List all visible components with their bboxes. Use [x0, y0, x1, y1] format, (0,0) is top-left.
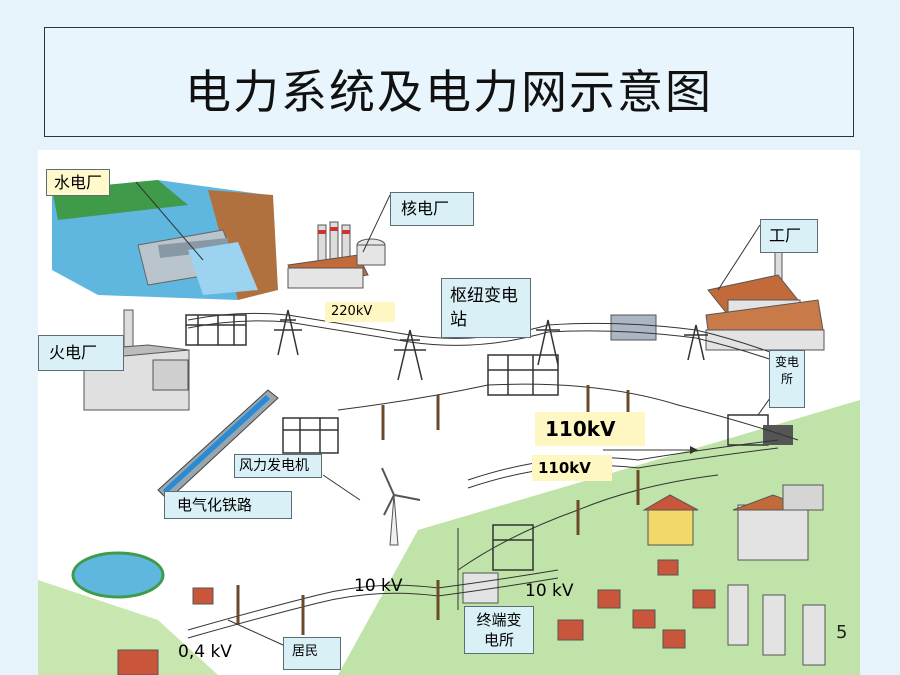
transmission-towers	[274, 309, 708, 381]
title-box: 电力系统及电力网示意图	[44, 27, 854, 137]
substation-transformer	[763, 425, 793, 445]
voltage-10kv-right: 10 kV	[525, 581, 574, 601]
label-substation: 变电所	[769, 350, 805, 408]
factory-illustration	[610, 249, 825, 351]
green-area-left	[38, 580, 218, 675]
hydro-plant-illustration	[52, 180, 278, 300]
wooden-poles	[236, 385, 640, 635]
page-number: 5	[836, 622, 848, 643]
voltage-110kv-small: 110kV	[532, 455, 612, 481]
lake	[71, 551, 165, 599]
voltage-10kv-left: 10 kV	[354, 576, 403, 596]
voltage-110kv-large: 110kV	[535, 412, 645, 446]
voltage-220kv: 220kV	[325, 302, 395, 322]
label-thermal-plant: 火电厂	[38, 335, 124, 371]
label-hub-substation: 枢纽变电站	[441, 278, 531, 338]
power-system-diagram: 水电厂 核电厂 工厂 枢纽变电站 火电厂 变电所 风力发电机 电气化铁路 终端变…	[38, 150, 860, 675]
label-electrified-railway: 电气化铁路	[164, 491, 292, 519]
voltage-0-4kv: 0,4 kV	[178, 642, 232, 662]
wind-turbine-illustration	[381, 467, 421, 546]
label-residents: 居民	[283, 637, 341, 670]
label-terminal-substation: 终端变电所	[464, 606, 534, 654]
town-buildings	[117, 484, 826, 675]
arrow-head	[690, 446, 698, 454]
page-title: 电力系统及电力网示意图	[185, 65, 713, 119]
label-wind-power: 风力发电机	[234, 454, 322, 478]
label-hydro-plant: 水电厂	[46, 169, 111, 197]
house	[192, 587, 214, 605]
diagram-illustration	[38, 150, 860, 675]
label-factory: 工厂	[760, 219, 818, 253]
label-nuclear-plant: 核电厂	[390, 192, 474, 226]
